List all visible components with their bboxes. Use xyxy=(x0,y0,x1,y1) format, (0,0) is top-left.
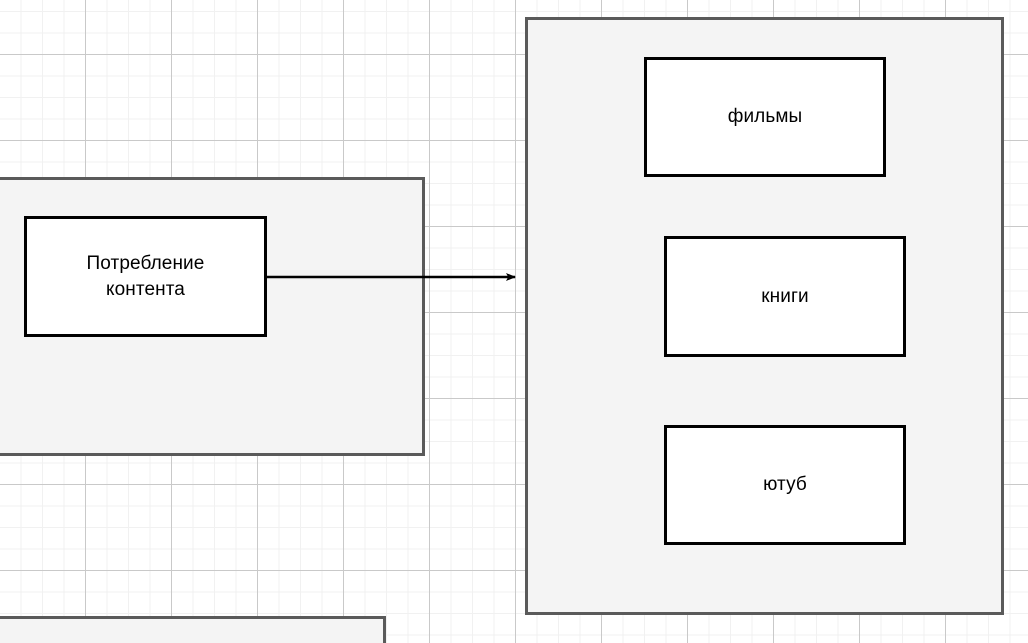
node-potreblenie-kontenta[interactable]: Потребление контента xyxy=(24,216,267,337)
node-label: ютуб xyxy=(763,474,807,495)
node-filmy[interactable]: фильмы xyxy=(644,57,886,177)
node-yutub[interactable]: ютуб xyxy=(664,425,906,545)
node-label: книги xyxy=(761,285,809,307)
node-knigi[interactable]: книги xyxy=(664,236,906,357)
node-label: Потребление контента xyxy=(86,252,205,300)
node-label: фильмы xyxy=(727,106,803,127)
arrow-consumption-to-categories[interactable] xyxy=(260,262,535,294)
bottom-container[interactable] xyxy=(0,616,386,643)
